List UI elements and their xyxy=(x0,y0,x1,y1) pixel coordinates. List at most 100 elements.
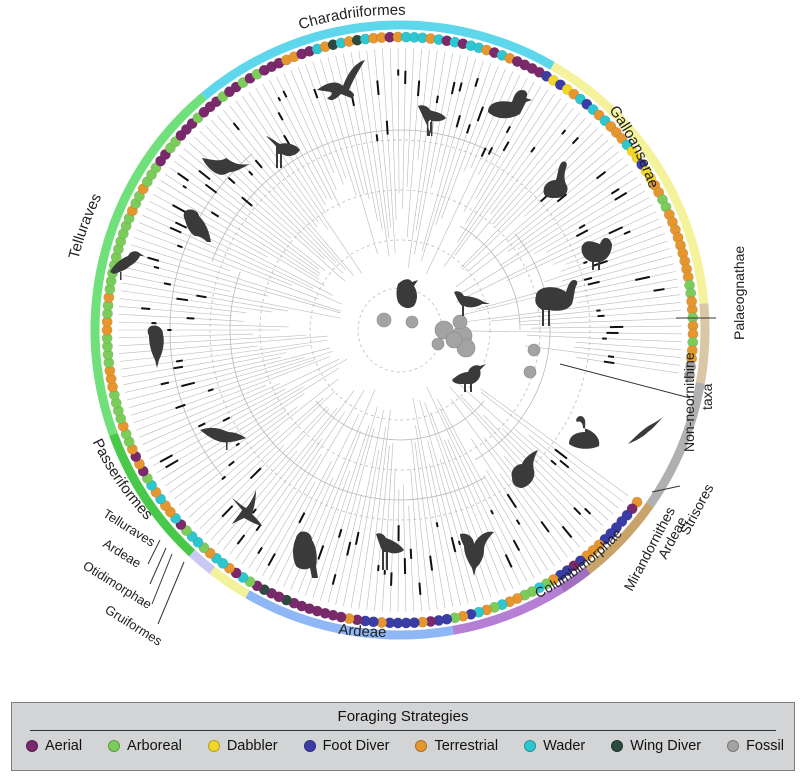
trait-bar-104 xyxy=(176,297,189,302)
branch-178 xyxy=(454,102,568,256)
trait-bar-83 xyxy=(197,422,206,428)
arboreal-dot-icon xyxy=(108,740,121,752)
branch-104 xyxy=(120,290,273,313)
branch-198 xyxy=(565,225,663,265)
clade-label-non-neornithine-taxa: taxa xyxy=(699,383,715,410)
trait-bar-60 xyxy=(298,512,306,524)
trait-bar-163 xyxy=(450,81,456,95)
branch-7 xyxy=(525,345,680,366)
branch-1 xyxy=(520,317,682,326)
branch-44 xyxy=(389,468,396,612)
branch-47 xyxy=(366,409,391,611)
branch-31 xyxy=(424,402,492,598)
clade-label-telluraves: Telluraves xyxy=(66,191,106,261)
branch-20 xyxy=(450,398,568,558)
branch-12 xyxy=(514,428,614,515)
trait-bar-123 xyxy=(198,169,211,181)
branch-109 xyxy=(128,251,341,314)
trait-bar-178 xyxy=(530,146,536,153)
vulture-silhouette xyxy=(293,531,318,578)
strisores-ring xyxy=(585,502,654,574)
trait-bar-50 xyxy=(354,531,360,545)
legend-divider xyxy=(30,730,776,731)
branch-93 xyxy=(121,344,311,378)
hawk-flying-silhouette xyxy=(232,490,262,526)
branch-140 xyxy=(283,73,337,190)
fossil-node-1 xyxy=(405,315,419,329)
duck-silhouette xyxy=(488,90,532,119)
trait-bar-128 xyxy=(248,170,254,176)
trait-bar-36 xyxy=(435,522,439,528)
trait-bar-204 xyxy=(635,275,651,281)
trait-bar-53 xyxy=(337,528,343,538)
branch-6 xyxy=(573,346,681,358)
trait-bar-122 xyxy=(204,183,218,194)
trait-bar-187 xyxy=(556,193,568,203)
tip-dot-8 xyxy=(684,369,696,381)
trait-bar-180 xyxy=(561,129,567,135)
label-leader-lines xyxy=(147,317,716,625)
trait-bar-7 xyxy=(607,355,615,359)
branch-32 xyxy=(439,458,484,600)
branch-165 xyxy=(421,58,477,252)
trait-bar-148 xyxy=(350,95,355,107)
internal-arc-4 xyxy=(315,400,485,441)
branch-52 xyxy=(327,427,375,603)
branch-149 xyxy=(350,52,383,230)
mirandornithes-ring xyxy=(559,566,591,593)
branch-186 xyxy=(467,145,614,272)
trait-bar-11 xyxy=(559,459,570,469)
branch-95 xyxy=(119,345,258,362)
branch-81 xyxy=(152,358,348,467)
trait-bar-112 xyxy=(176,244,183,249)
columbimorphae-ring xyxy=(452,584,565,635)
branch-10 xyxy=(480,392,624,503)
trait-bar-8 xyxy=(603,360,615,365)
trait-bar-121 xyxy=(177,172,190,182)
trait-bar-125 xyxy=(227,176,236,185)
branch-175 xyxy=(465,89,549,224)
trait-bar-194 xyxy=(575,229,589,238)
branch-72 xyxy=(194,391,335,524)
galloanserae-ring xyxy=(550,61,709,304)
dabbler-dot-icon xyxy=(207,740,220,752)
trait-bar-33 xyxy=(457,540,461,546)
legend-item-foot-diver: Foot Diver xyxy=(303,738,389,754)
branch-188 xyxy=(455,157,624,288)
trait-bar-23 xyxy=(515,519,521,526)
branch-50 xyxy=(343,410,384,607)
trait-bar-66 xyxy=(236,534,246,545)
branch-132 xyxy=(229,105,319,222)
branch-101 xyxy=(118,313,245,322)
clade-label-strisores: Strisores xyxy=(677,481,717,537)
branch-194 xyxy=(546,197,650,253)
trait-bar-87 xyxy=(175,403,186,410)
legend-items: Aerial Arboreal Dabbler Foot Diver Terre… xyxy=(26,738,784,754)
trait-bar-192 xyxy=(614,191,628,201)
branch-71 xyxy=(199,445,285,529)
legend-item-wader: Wader xyxy=(524,738,585,754)
trait-bar-197 xyxy=(623,230,631,235)
branch-67 xyxy=(223,407,338,550)
trait-bar-200 xyxy=(592,260,608,267)
branch-177 xyxy=(443,98,562,267)
trait-bar-131 xyxy=(232,122,240,131)
trait-bar-55 xyxy=(317,545,325,560)
trait-bar-77 xyxy=(235,442,240,447)
branch-30 xyxy=(430,412,499,595)
trait-bar-202 xyxy=(583,276,593,281)
branch-111 xyxy=(133,236,231,272)
branch-142 xyxy=(297,66,344,185)
legend-item-arboreal: Arboreal xyxy=(108,738,182,754)
branch-9 xyxy=(480,388,629,496)
branch-201 xyxy=(561,248,671,282)
trait-bar-172 xyxy=(487,146,494,155)
trait-bar-26 xyxy=(490,509,494,515)
branch-68 xyxy=(217,450,298,545)
trait-bar-20 xyxy=(540,520,550,533)
branch-184 xyxy=(462,133,604,270)
branch-208 xyxy=(489,302,681,322)
trait-bar-161 xyxy=(435,95,439,104)
fossil-heron-silhouette xyxy=(454,291,490,316)
clade-label-gruiformes: Gruiformes xyxy=(102,602,165,649)
